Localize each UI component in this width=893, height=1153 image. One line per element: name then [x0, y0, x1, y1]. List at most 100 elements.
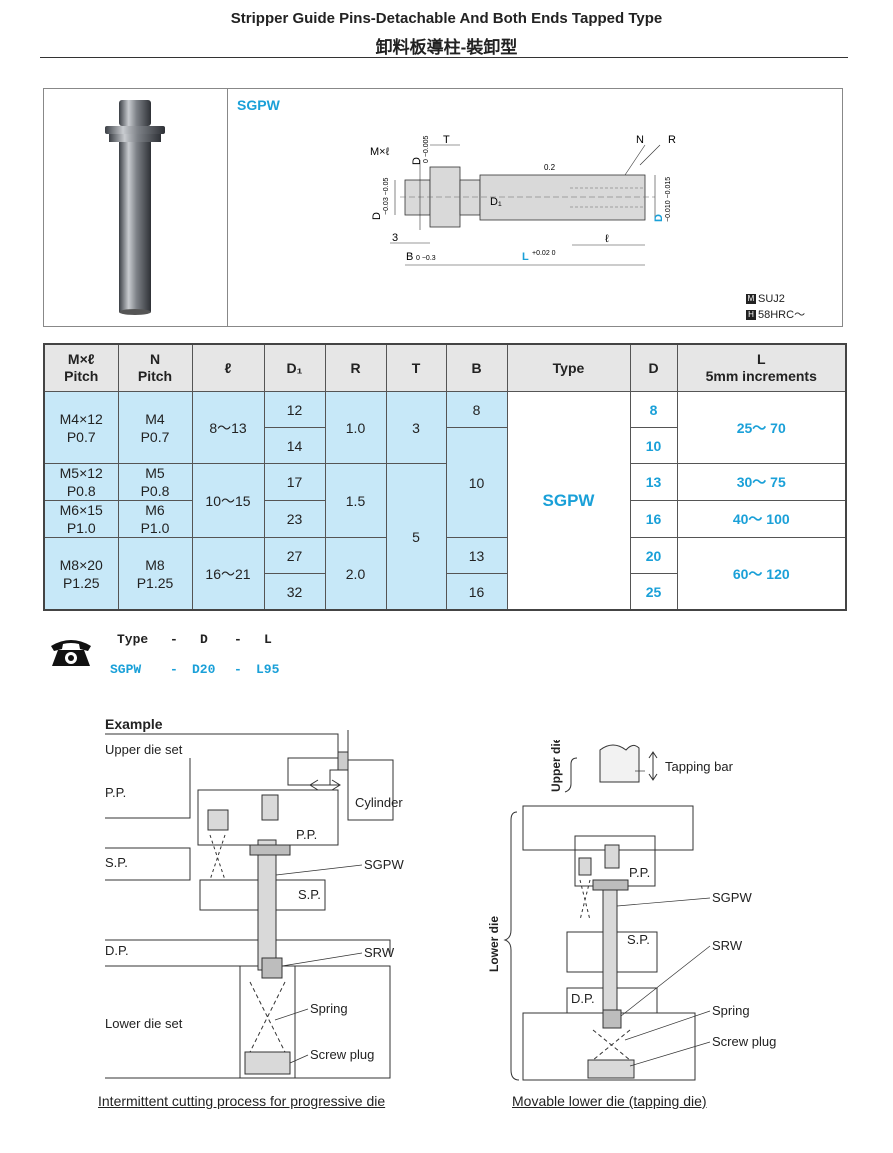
label-r: R	[668, 134, 676, 146]
cell-d: 25	[629, 573, 678, 611]
col-header-b: B	[445, 343, 508, 392]
cell-r: 1.0	[324, 391, 387, 464]
hardness-icon: H	[746, 310, 756, 321]
label-pp-right: P.P.	[629, 865, 650, 880]
cell-length: 30～ 75	[676, 463, 847, 501]
right-diagram-caption: Movable lower die (tapping die)	[512, 1093, 707, 1109]
cell-b: 16	[445, 573, 508, 611]
cell-d: 10	[629, 427, 678, 464]
order-d-label: D	[200, 632, 208, 647]
label-d-left-tol: −0.03 −0.05	[383, 178, 390, 215]
label-d-right: D	[653, 214, 665, 222]
example-heading: Example	[105, 716, 163, 732]
cell-length: 40～ 100	[676, 500, 847, 538]
label-l: L	[522, 251, 529, 263]
label-b-tol: 0 −0.3	[416, 255, 436, 262]
table-row: 32 16 25	[44, 573, 846, 611]
label-spring-right: Spring	[712, 1003, 750, 1018]
cell-d: 16	[629, 500, 678, 538]
label-cylinder: Cylinder	[355, 795, 403, 810]
order-example-l: L95	[256, 662, 280, 677]
page-title: Stripper Guide Pins-Detachable And Both …	[230, 10, 663, 27]
material-icon: M	[746, 294, 756, 305]
cell-d1: 27	[263, 537, 326, 574]
page-title-chinese: 卸料板導柱-裝卸型	[375, 38, 518, 57]
cell-l: 8～13	[191, 391, 265, 464]
cell-t: 3	[385, 391, 447, 464]
product-code-label: SGPW	[237, 97, 280, 113]
tapping-die-diagram: Upper die Tapping bar Lower die P.P. SGP…	[487, 740, 776, 1081]
label-screw-plug-right: Screw plug	[712, 1034, 776, 1049]
cell-d1: 12	[263, 391, 326, 428]
cell-b: 10	[445, 427, 508, 538]
label-three: 3	[392, 232, 398, 244]
dimension-drawing: M×ℓ T N R 0.2 D₁ 3 ℓ B 0 −0.3 L +0.02 0 …	[370, 134, 676, 266]
label-sp: S.P.	[105, 855, 128, 870]
label-n: N	[636, 134, 644, 146]
cell-d: 20	[629, 537, 678, 574]
label-sgpw-right: SGPW	[712, 890, 752, 905]
col-header-d: D	[629, 343, 678, 392]
label-pp-inner: P.P.	[296, 827, 317, 842]
cell-b: 13	[445, 537, 508, 574]
order-example-type: SGPW	[110, 662, 142, 677]
order-separator: -	[170, 662, 178, 677]
label-l-tol: +0.02 0	[532, 250, 556, 257]
label-lower-die: Lower die	[487, 916, 501, 972]
left-diagram-caption: Intermittent cutting process for progres…	[98, 1093, 386, 1109]
col-header-d1: D₁	[263, 343, 326, 392]
cell-length: 25～ 70	[676, 391, 847, 464]
label-screw-plug: Screw plug	[310, 1047, 374, 1062]
col-header-type: Type	[506, 343, 631, 392]
title-divider	[40, 57, 848, 58]
label-dp-right: D.P.	[571, 991, 595, 1006]
cell-b: 8	[445, 391, 508, 428]
label-spring: Spring	[310, 1001, 348, 1016]
cell-l: 16～21	[191, 537, 265, 611]
cell-t: 5	[385, 463, 447, 611]
cell-l: 10～15	[191, 463, 265, 538]
cell-type: SGPW	[506, 391, 631, 611]
label-sgpw: SGPW	[364, 857, 404, 872]
cell-d: 13	[629, 463, 678, 501]
label-b: B	[406, 251, 413, 263]
label-sp-right: S.P.	[627, 932, 650, 947]
label-d-top: D	[411, 157, 423, 165]
label-sp-inner: S.P.	[298, 887, 321, 902]
label-d1: D₁	[490, 196, 502, 208]
label-t: T	[443, 134, 450, 146]
product-box-divider	[227, 88, 228, 327]
order-example-d: D20	[192, 662, 216, 677]
col-header-t: T	[385, 343, 447, 392]
cell-r: 2.0	[324, 537, 387, 611]
col-header-l: ℓ	[191, 343, 265, 392]
order-type-label: Type	[117, 632, 149, 647]
order-separator: -	[234, 632, 242, 647]
label-srw-right: SRW	[712, 938, 743, 953]
progressive-die-diagram: Upper die set P.P. S.P. D.P. Lower die s…	[105, 730, 404, 1079]
label-srw: SRW	[364, 945, 395, 960]
col-header-r: R	[324, 343, 387, 392]
label-d-left: D	[371, 212, 383, 220]
label-ell: ℓ	[605, 233, 609, 245]
cell-d1: 23	[263, 500, 326, 538]
material-text: SUJ2	[758, 293, 785, 305]
cell-length: 60～ 120	[676, 537, 847, 611]
label-d-top-tol: 0 −0.005	[423, 135, 430, 163]
order-l-label: L	[264, 632, 272, 647]
